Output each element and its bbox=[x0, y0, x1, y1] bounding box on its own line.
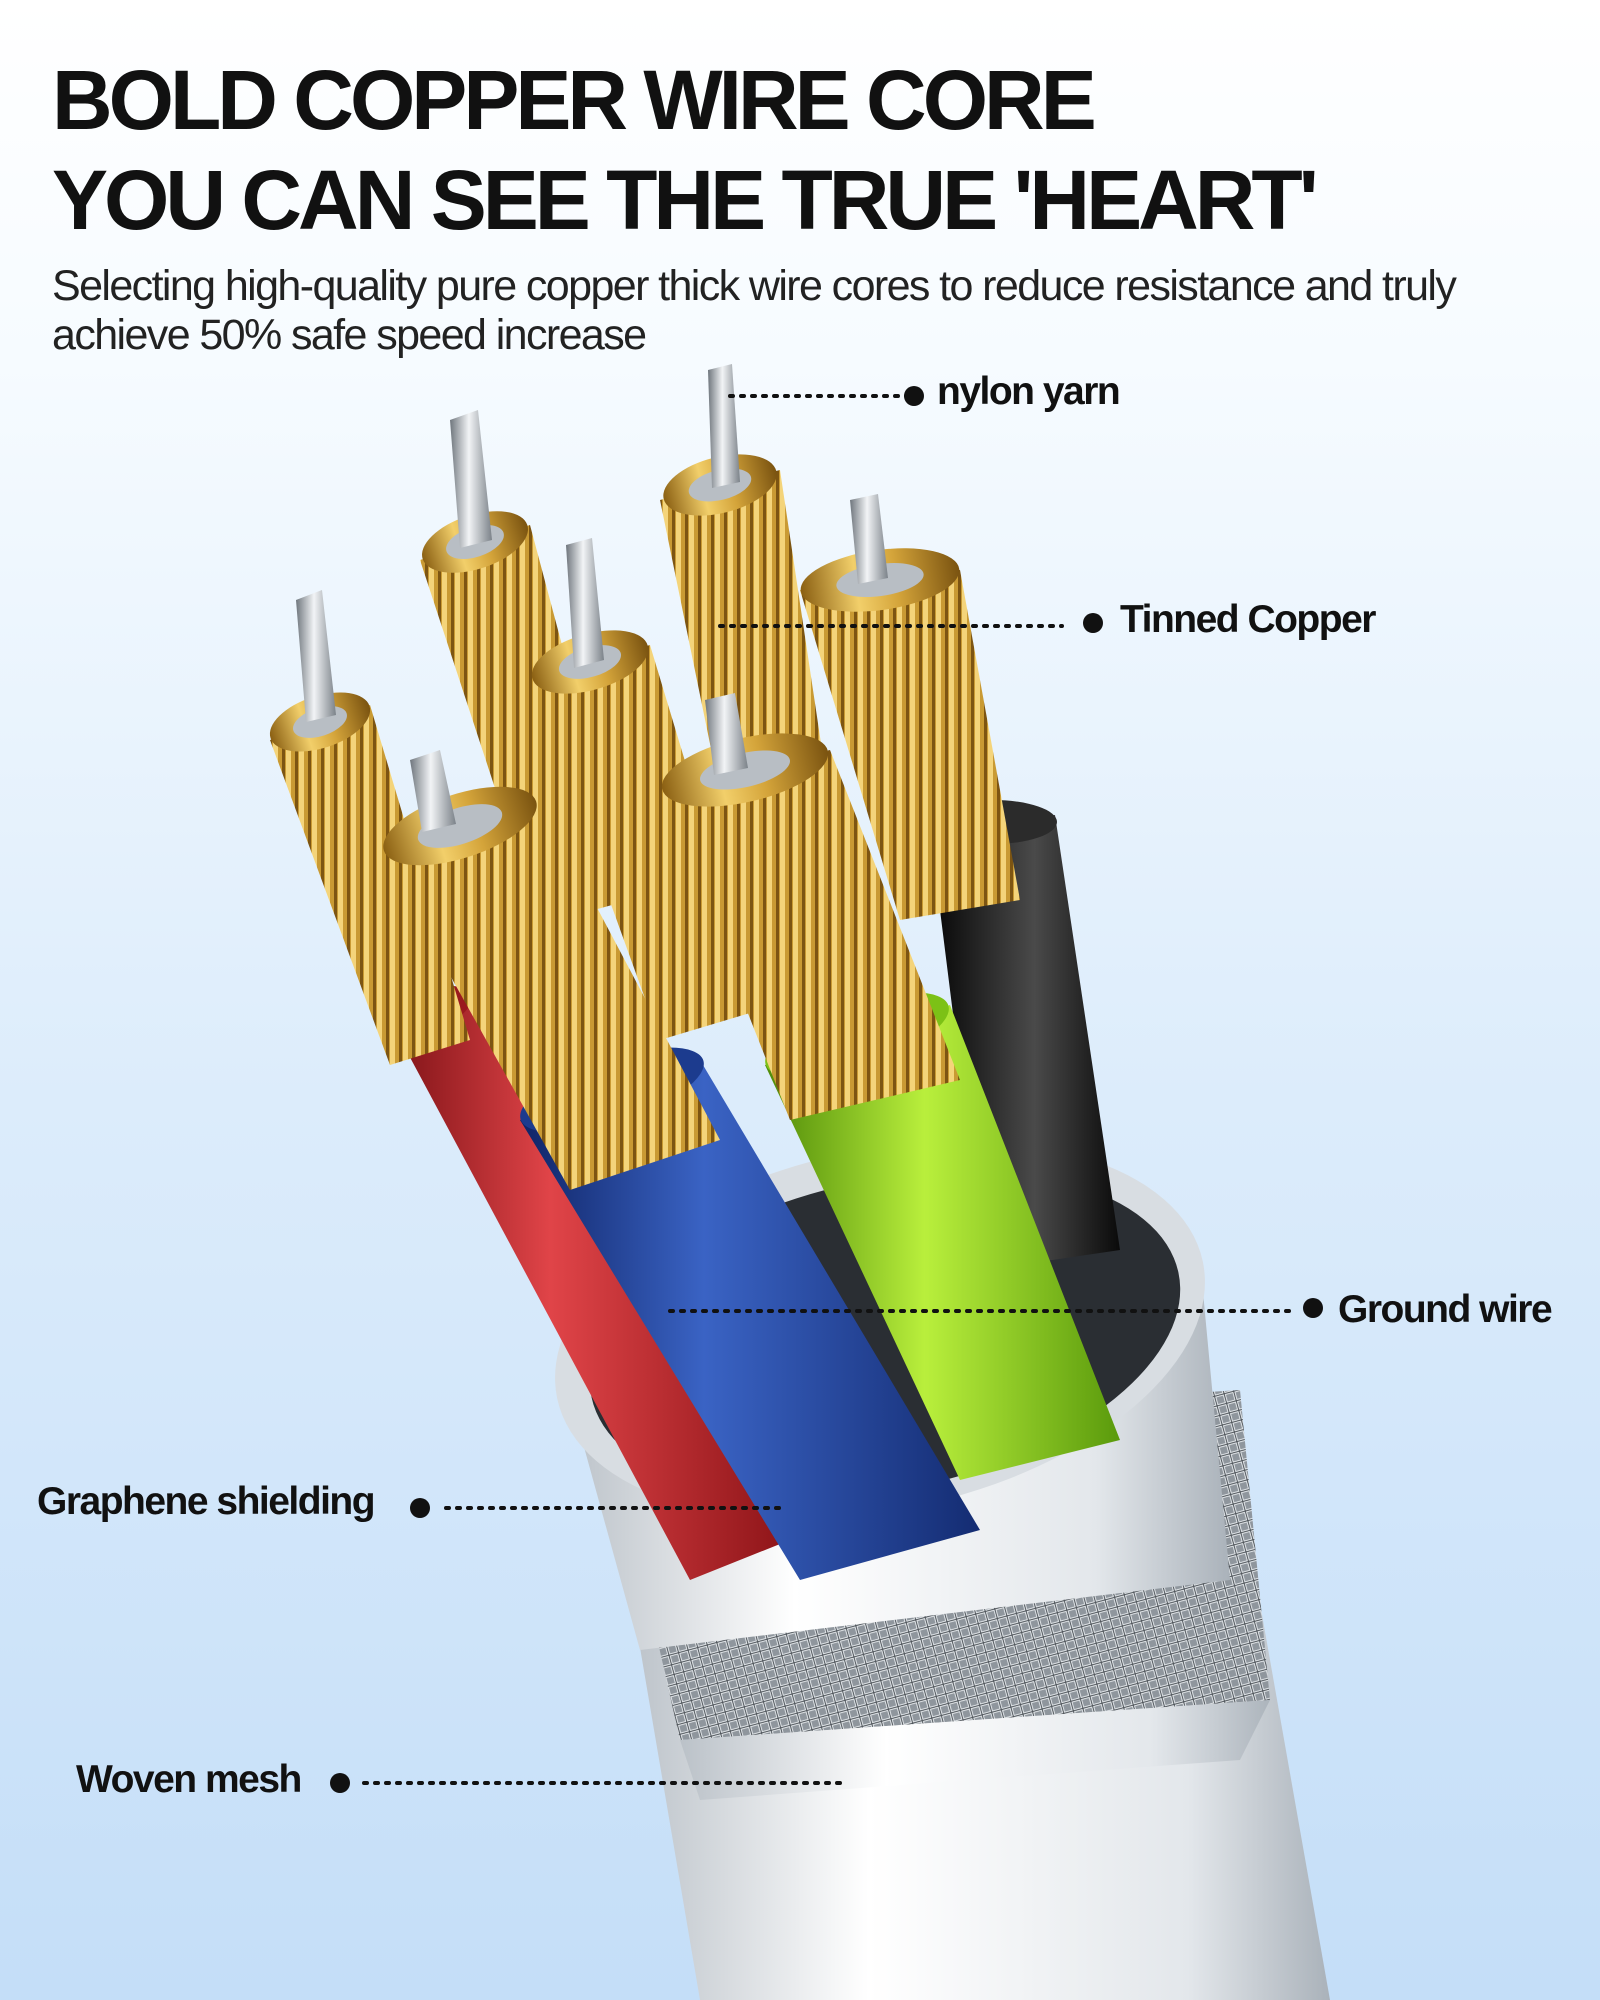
leader-woven-mesh bbox=[330, 1773, 848, 1793]
title-line-1: BOLD COPPER WIRE CORE bbox=[52, 53, 1097, 147]
leader-nylon-yarn bbox=[728, 386, 924, 406]
copper-bundle-6 bbox=[380, 750, 720, 1190]
label-ground-wire: Ground wire bbox=[1338, 1288, 1553, 1331]
copper-bundle-7 bbox=[660, 693, 960, 1120]
label-nylon-yarn: nylon yarn bbox=[937, 370, 1121, 413]
leader-graphene-shielding bbox=[410, 1498, 782, 1518]
leader-ground-wire bbox=[668, 1298, 1323, 1318]
title-line-2: YOU CAN SEE THE TRUE 'HEART' bbox=[52, 153, 1319, 247]
page-title: BOLD COPPER WIRE CORE YOU CAN SEE THE TR… bbox=[52, 50, 1552, 250]
copper-bundle-2 bbox=[420, 410, 630, 925]
copper-bundle-5 bbox=[800, 494, 1020, 920]
subtitle: Selecting high-quality pure copper thick… bbox=[52, 262, 1457, 359]
copper-bundle-4 bbox=[530, 538, 760, 1040]
label-tinned-copper: Tinned Copper bbox=[1120, 598, 1376, 641]
copper-bundle-1 bbox=[269, 590, 470, 1065]
label-woven-mesh: Woven mesh bbox=[76, 1758, 302, 1801]
leader-tinned-copper bbox=[718, 613, 1103, 633]
label-graphene-shielding: Graphene shielding bbox=[37, 1480, 376, 1523]
